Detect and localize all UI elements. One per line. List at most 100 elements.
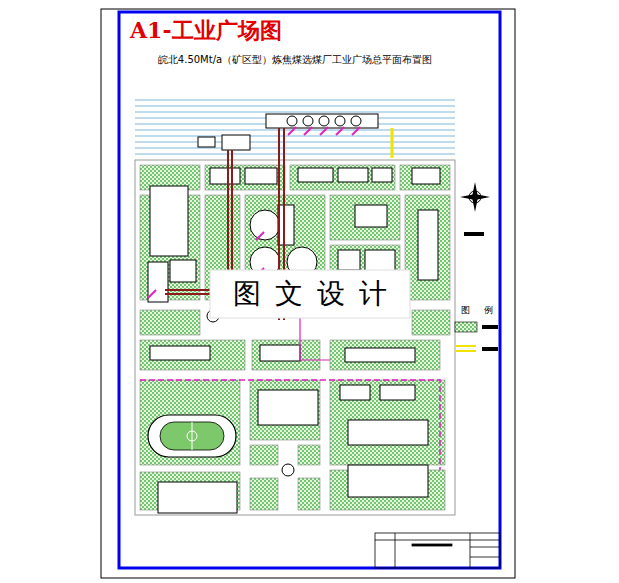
map-rect	[260, 345, 300, 361]
boundary-line	[140, 380, 440, 470]
map-line	[304, 127, 312, 135]
frames	[101, 9, 515, 578]
map-rect	[464, 232, 484, 236]
map-line	[320, 127, 328, 135]
map-rect	[412, 544, 452, 546]
map-rect	[348, 465, 428, 497]
map-title: A1-工业广场图	[130, 18, 282, 42]
map-rect	[150, 346, 210, 360]
map-rect	[205, 165, 285, 190]
map-circle	[187, 431, 197, 441]
map-rect	[298, 478, 320, 510]
map-rect	[245, 168, 277, 184]
map-rect	[375, 533, 500, 568]
map-rect	[140, 340, 245, 370]
rail-yard	[135, 100, 455, 154]
green-blocks	[140, 165, 450, 510]
roundabout	[282, 464, 294, 476]
watermark: 图文设计	[233, 279, 401, 310]
map-line	[395, 533, 396, 568]
map-rect	[405, 195, 450, 300]
map-rect	[330, 380, 445, 465]
map-rect	[101, 9, 515, 578]
map-line	[455, 345, 476, 347]
map-line	[135, 106, 455, 107]
map-rect	[455, 322, 477, 332]
map-rect	[400, 165, 450, 190]
map-line	[148, 290, 156, 298]
map-rect	[140, 310, 200, 335]
map-circle	[469, 191, 481, 203]
map-rect	[250, 380, 320, 440]
map-subtitle: 皖北4.50Mt/a（矿区型）炼焦煤选煤厂工业广场总平面布置图	[158, 54, 432, 65]
map-rect	[418, 210, 438, 280]
map-rect	[170, 260, 196, 282]
track	[148, 415, 236, 457]
map-rect	[380, 385, 415, 400]
map-rect	[258, 390, 318, 425]
compass	[460, 182, 490, 236]
map-line	[135, 112, 455, 113]
title-block	[375, 533, 500, 568]
map-rect	[355, 205, 387, 227]
map-line	[455, 350, 476, 352]
map-rect	[348, 420, 428, 445]
map-rect	[150, 186, 188, 256]
map-rect	[338, 250, 360, 270]
map-circle	[319, 116, 329, 126]
map-rect	[338, 168, 368, 182]
map-rect	[482, 347, 498, 351]
map-line	[256, 232, 264, 240]
map-circle	[250, 210, 280, 240]
map-polygon	[460, 194, 490, 200]
map-rect	[158, 482, 237, 513]
watermark-patch	[210, 270, 410, 318]
map-rect	[345, 348, 415, 362]
map-line	[470, 547, 500, 548]
map-rect	[148, 262, 168, 302]
map-circle	[287, 116, 297, 126]
map-rect	[198, 137, 215, 147]
conveyor	[391, 128, 394, 158]
buildings	[148, 168, 440, 513]
legend-samples	[455, 322, 498, 351]
map-circle	[335, 116, 345, 126]
map-rect	[330, 195, 400, 240]
map-rect	[340, 385, 370, 400]
map-line	[288, 127, 296, 135]
top-buildings	[198, 114, 378, 150]
map-rect	[412, 310, 450, 335]
map-rect	[222, 135, 250, 150]
map-rect	[266, 114, 378, 128]
map-rect	[250, 445, 278, 465]
map-rect	[290, 165, 395, 190]
map-rect	[160, 422, 224, 450]
legend-heading: 图 例	[461, 306, 500, 316]
map-circle	[303, 116, 313, 126]
map-rect	[330, 340, 440, 370]
map-rect	[119, 12, 500, 568]
map-rect	[148, 415, 236, 457]
map-rect	[140, 380, 240, 465]
map-rect	[412, 168, 440, 184]
map-rect	[252, 340, 320, 370]
map-rect	[298, 445, 320, 465]
map-rect	[298, 168, 333, 182]
map-line	[470, 533, 471, 568]
map-line	[470, 557, 500, 558]
map-line	[135, 154, 455, 155]
map-line	[352, 127, 360, 135]
map-line	[375, 540, 500, 541]
map-line	[135, 136, 455, 137]
map-rect	[372, 168, 392, 182]
map-rect	[210, 168, 240, 184]
site-boundary	[135, 160, 455, 515]
map-rect	[278, 205, 294, 245]
map-line	[135, 148, 455, 149]
map-line	[135, 100, 455, 101]
map-rect	[482, 325, 498, 329]
map-rect	[250, 478, 278, 510]
map-line	[336, 127, 344, 135]
map-circle	[351, 116, 361, 126]
map-line	[135, 142, 455, 143]
